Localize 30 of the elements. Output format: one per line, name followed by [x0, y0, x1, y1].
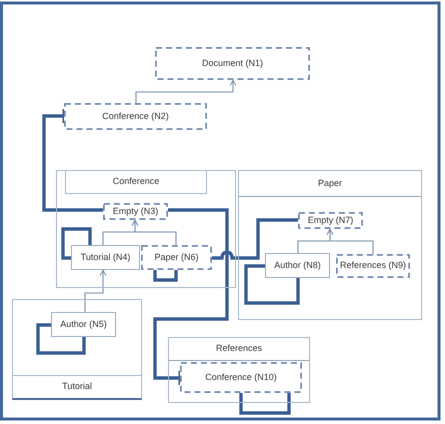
arrow	[326, 228, 374, 254]
loop-connector	[153, 270, 178, 282]
loop-connector	[244, 264, 300, 305]
dashed-entity-box: Empty (N3)	[103, 203, 168, 220]
loop-connector	[239, 393, 291, 415]
connector-line	[42, 108, 103, 212]
group-panel	[12, 299, 142, 400]
group-panel	[238, 170, 422, 320]
group-panel	[168, 337, 310, 403]
loop-connector	[36, 323, 86, 355]
group-title: References	[169, 338, 309, 361]
loop-connector	[61, 227, 92, 260]
arrow	[135, 80, 236, 103]
entity-box: Tutorial (N4)	[71, 245, 140, 270]
connector-line	[153, 208, 229, 386]
dashed-entity-box: Conference (N10)	[180, 362, 302, 393]
group-panel	[56, 170, 236, 288]
dashed-entity-box: Conference (N2)	[64, 103, 207, 130]
arrow	[84, 270, 106, 312]
dashed-entity-box: Empty (N7)	[298, 212, 363, 229]
entity-box: Author (N8)	[265, 253, 330, 278]
connector-line	[212, 218, 298, 260]
group-title: Conference	[65, 171, 207, 194]
dashed-entity-box: References (N9)	[336, 254, 410, 278]
group-title: Paper	[239, 171, 421, 197]
entity-box: Author (N5)	[51, 312, 116, 337]
dashed-entity-box: Paper (N6)	[141, 245, 212, 270]
group-title: Tutorial	[13, 375, 141, 398]
arrow	[132, 220, 177, 245]
dashed-entity-box: Document (N1)	[155, 47, 310, 80]
